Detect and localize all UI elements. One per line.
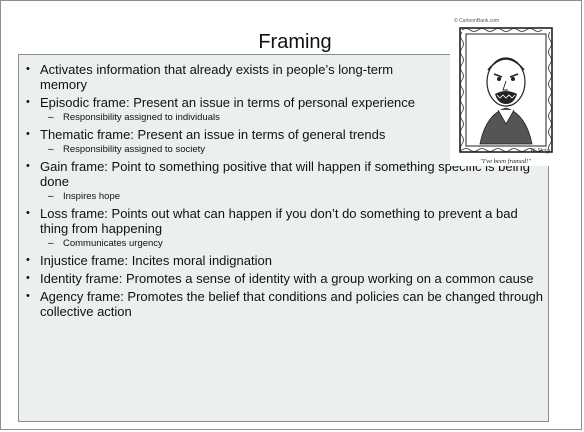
bullet-item: Agency frame: Promotes the belief that c… (26, 289, 546, 319)
sub-bullet-item: Responsibility assigned to individuals (26, 112, 546, 124)
cartoon-caption: "I've been framed!" (480, 158, 531, 165)
bullet-item: Injustice frame: Incites moral indignati… (26, 253, 546, 268)
cartoon-image: © CartoonBank.com W. Steig "I've been fr… (450, 18, 562, 166)
bullet-item: Gain frame: Point to something positive … (26, 159, 546, 189)
sub-bullet-item: Responsibility assigned to society (26, 144, 546, 156)
bullet-item: Identity frame: Promotes a sense of iden… (26, 271, 546, 286)
bullet-item: Thematic frame: Present an issue in term… (26, 127, 546, 142)
slide-title: Framing (258, 31, 332, 53)
cartoon-signature: W. Steig (530, 148, 549, 154)
sub-bullet-item: Communicates urgency (26, 238, 546, 250)
framed-man-illustration: W. Steig (459, 27, 553, 154)
cartoon-credit: © CartoonBank.com (454, 18, 500, 24)
bullet-item: Loss frame: Points out what can happen i… (26, 206, 546, 236)
bullet-item: Episodic frame: Present an issue in term… (26, 95, 440, 110)
bullet-item: Activates information that already exist… (26, 62, 440, 92)
bullet-list: Activates information that already exist… (26, 62, 546, 322)
sub-bullet-item: Inspires hope (26, 191, 546, 203)
